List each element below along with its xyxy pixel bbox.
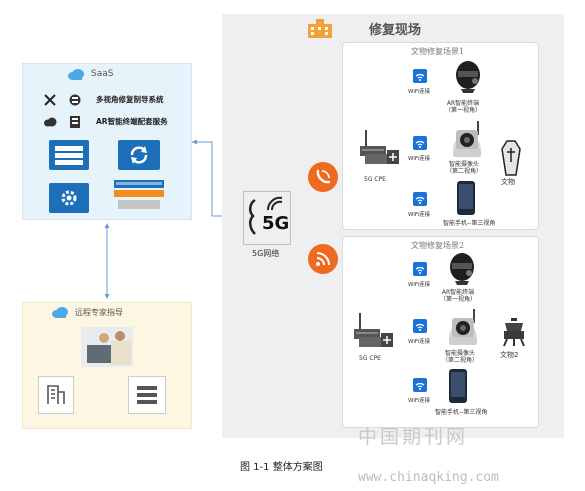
scene-1-relic-label: 文物 bbox=[501, 178, 515, 186]
ar-headset-icon bbox=[450, 253, 474, 285]
wifi-icon bbox=[413, 319, 427, 333]
5g-badge-text: 5G bbox=[262, 213, 290, 234]
scene-2-title: 文物修复场景2 bbox=[411, 241, 465, 250]
watermark-url: www.chinaqking.com bbox=[358, 470, 499, 485]
wifi-label: WiFi连接 bbox=[408, 89, 431, 95]
saas-title: SaaS bbox=[91, 69, 114, 79]
hypervisor-icon bbox=[114, 180, 164, 216]
scene-2-phone-label: 智能手机--第三视角 bbox=[435, 409, 488, 416]
signal-icon-1 bbox=[308, 162, 338, 192]
ar-headset-icon bbox=[456, 61, 480, 93]
wifi-icon bbox=[413, 262, 427, 276]
scene-2-relic-label: 文物2 bbox=[500, 351, 519, 359]
wifi-label: WiFi连接 bbox=[408, 156, 431, 162]
wifi-icon bbox=[413, 69, 427, 83]
server-list-icon bbox=[128, 376, 166, 414]
saas-row-2: AR智能终端配套服务 bbox=[39, 115, 181, 129]
smart-camera-icon bbox=[449, 309, 477, 345]
building-icon bbox=[38, 376, 74, 414]
watermark-cn: 中国期刊网 bbox=[358, 426, 469, 448]
figure-caption: 图 1-1 整体方案图 bbox=[240, 462, 323, 473]
wifi-label: WiFi连接 bbox=[408, 212, 431, 218]
smart-camera-icon bbox=[453, 121, 481, 157]
expert-title: 远程专家指导 bbox=[75, 308, 123, 317]
tools-icon bbox=[44, 94, 56, 106]
wifi-icon bbox=[413, 192, 427, 206]
vessel-relic-icon bbox=[503, 318, 525, 347]
wifi-icon bbox=[413, 378, 427, 392]
wifi-icon bbox=[413, 136, 427, 150]
scene-2-cpe-label: 5G CPE bbox=[359, 355, 381, 362]
expert-cloud-icon bbox=[52, 307, 68, 318]
scene-2-panel: 文物修复场景2 5G CPE WiFi连接 WiFi连接 WiFi连接 AR智能… bbox=[342, 236, 539, 428]
database-icon bbox=[69, 94, 81, 106]
coffin-relic-icon bbox=[501, 140, 521, 176]
saas-cloud-icon bbox=[68, 69, 84, 80]
scene-1-panel: 文物修复场景1 5G CPE WiFi连接 WiFi连接 WiFi连接 AR智能… bbox=[342, 42, 539, 230]
sync-icon bbox=[118, 140, 160, 170]
storage-list-icon bbox=[49, 140, 89, 170]
scene-1-title: 文物修复场景1 bbox=[411, 47, 465, 56]
cloud-upload-icon bbox=[44, 117, 57, 127]
5g-network-label: 5G网络 bbox=[252, 249, 280, 258]
5g-network-icon: 5G bbox=[243, 191, 291, 245]
smartphone-icon bbox=[449, 369, 467, 403]
signal-icon-2 bbox=[308, 244, 338, 274]
wifi-label: WiFi连接 bbox=[408, 398, 431, 404]
site-title: 修复现场 bbox=[369, 23, 422, 38]
wifi-label: WiFi连接 bbox=[408, 282, 431, 288]
building-site-icon bbox=[308, 19, 332, 38]
wifi-label: WiFi连接 bbox=[408, 339, 431, 345]
scene-1-phone-label: 智能手机--第三视角 bbox=[443, 220, 496, 227]
smartphone-icon bbox=[457, 181, 475, 215]
settings-gear-icon bbox=[49, 183, 89, 213]
server-icon bbox=[70, 116, 80, 128]
cpe-router-icon bbox=[354, 313, 393, 347]
expert-panel: 远程专家指导 bbox=[22, 302, 192, 429]
saas-item-label-2: AR智能终端配套服务 bbox=[96, 117, 168, 126]
cpe-router-icon bbox=[360, 130, 399, 164]
scene-1-ar-label: AR智能终端（第一视角） bbox=[445, 100, 482, 115]
scene-1-camera-label: 智能摄像头（第二视角） bbox=[446, 161, 483, 176]
experts-photo bbox=[81, 327, 133, 367]
saas-panel: SaaS 多视角修复制导系统 AR智能终端配套服务 bbox=[22, 63, 192, 220]
scene-2-camera-label: 智能摄像头（第二视角） bbox=[442, 350, 479, 365]
saas-item-label-1: 多视角修复制导系统 bbox=[96, 95, 164, 104]
scene-1-cpe-label: 5G CPE bbox=[364, 176, 386, 183]
scene-2-ar-label: AR智能终端（第一视角） bbox=[440, 289, 477, 304]
saas-row-1: 多视角修复制导系统 bbox=[39, 93, 181, 107]
